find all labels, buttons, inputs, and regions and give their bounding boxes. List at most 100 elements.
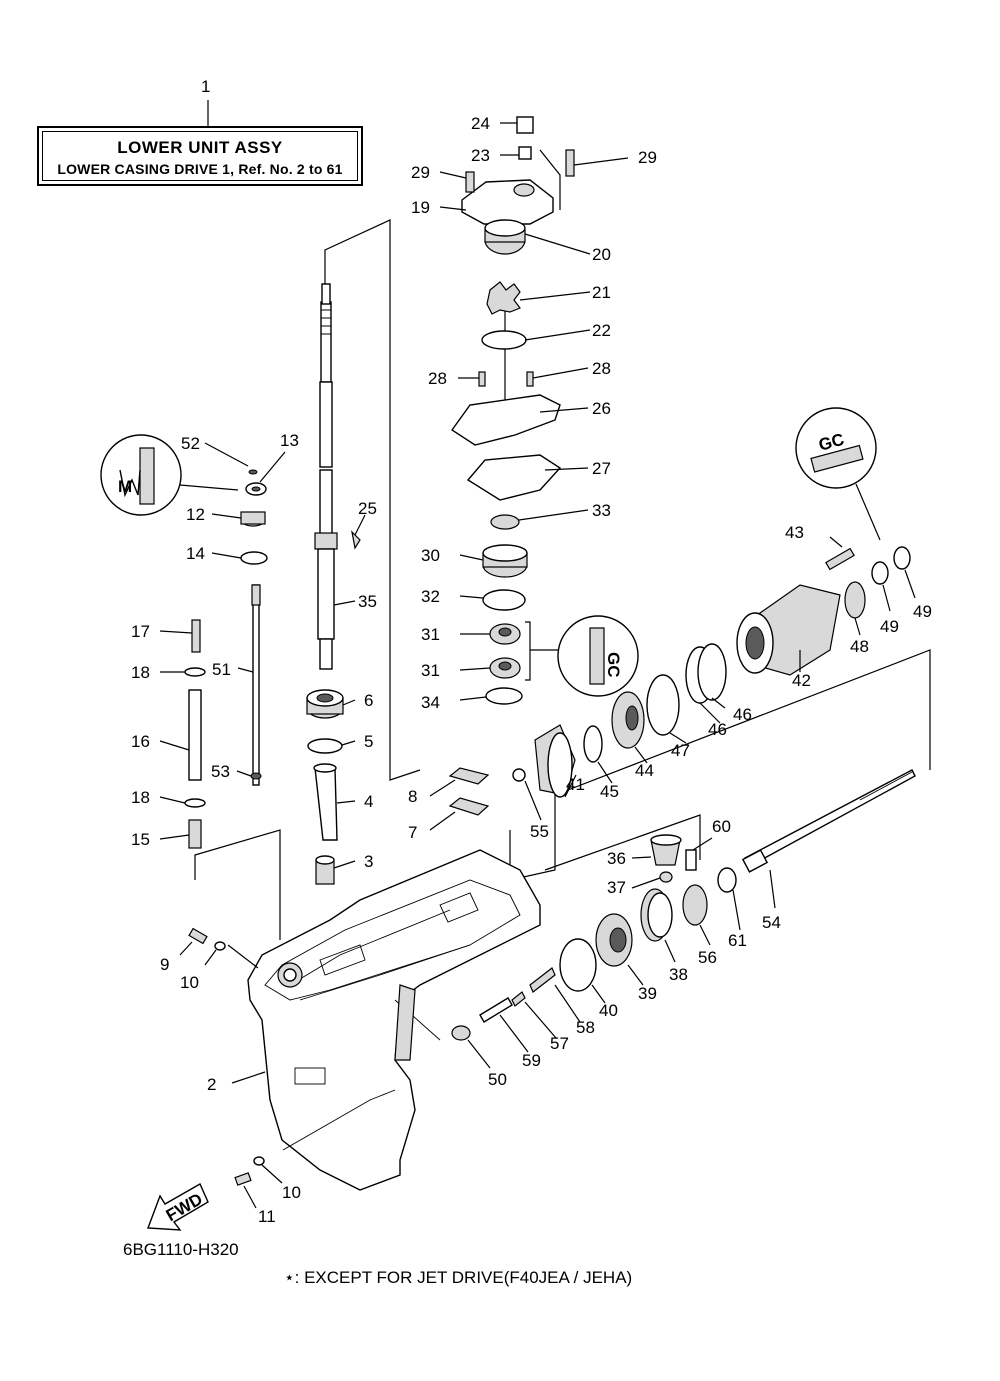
callout-34: 34 bbox=[421, 693, 440, 712]
assembly-title-box: LOWER UNIT ASSY LOWER CASING DRIVE 1, Re… bbox=[37, 126, 363, 186]
o-ring-40 bbox=[559, 938, 597, 992]
callout-8: 8 bbox=[408, 787, 417, 806]
pump-gasket bbox=[466, 454, 562, 501]
callout-15: 15 bbox=[131, 830, 150, 849]
callout-20: 20 bbox=[592, 245, 611, 264]
outer-plate-cartridge bbox=[451, 394, 561, 446]
drive-shaft-bearing bbox=[306, 689, 344, 719]
callout-50: 50 bbox=[488, 1070, 507, 1089]
callout-37: 37 bbox=[607, 878, 626, 897]
pin-60 bbox=[685, 849, 697, 871]
screws-and-washers bbox=[188, 927, 265, 1186]
callout-49b: 49 bbox=[913, 602, 932, 621]
callout-6: 6 bbox=[364, 691, 373, 710]
callout-46b: 46 bbox=[733, 705, 752, 724]
needle-bearing bbox=[315, 855, 335, 885]
callout-1: 1 bbox=[201, 77, 210, 96]
callout-47: 47 bbox=[671, 741, 690, 760]
woodruff-key bbox=[351, 530, 361, 550]
callout-58: 58 bbox=[576, 1018, 595, 1037]
callout-22: 22 bbox=[592, 321, 611, 340]
callout-36: 36 bbox=[607, 849, 626, 868]
callout-54: 54 bbox=[762, 913, 781, 932]
callout-2: 2 bbox=[207, 1075, 216, 1094]
callout-48: 48 bbox=[850, 637, 869, 656]
callout-26: 26 bbox=[592, 399, 611, 418]
gear-oil-gc-symbol bbox=[795, 407, 881, 541]
shift-rod bbox=[251, 584, 261, 786]
housing-o-ring bbox=[482, 589, 526, 611]
callout-46a: 46 bbox=[708, 720, 727, 739]
o-ring-46b bbox=[697, 643, 727, 701]
fwd-arrow-marker: FWD bbox=[147, 1183, 209, 1231]
callout-13: 13 bbox=[280, 431, 299, 450]
callout-51: 51 bbox=[212, 660, 231, 679]
callout-27: 27 bbox=[592, 459, 611, 478]
callout-38: 38 bbox=[669, 965, 688, 984]
callout-31a: 31 bbox=[421, 625, 440, 644]
dowel-pins bbox=[478, 371, 534, 387]
callout-23: 23 bbox=[471, 146, 490, 165]
callout-61: 61 bbox=[728, 931, 747, 950]
callout-labels: 1 2 3 4 5 6 7 8 9 10 10 11 12 13 14 15 1… bbox=[131, 77, 932, 1226]
o-ring-large bbox=[646, 674, 680, 736]
needle-bearing-48 bbox=[844, 581, 866, 619]
title-box-inner-border bbox=[42, 131, 358, 181]
callout-40: 40 bbox=[599, 1001, 618, 1020]
callout-19: 19 bbox=[411, 198, 430, 217]
callout-14: 14 bbox=[186, 544, 205, 563]
callout-21: 21 bbox=[592, 283, 611, 302]
impeller bbox=[486, 281, 521, 315]
callout-3: 3 bbox=[364, 852, 373, 871]
callout-leader-lines bbox=[159, 122, 916, 1209]
callout-57: 57 bbox=[550, 1034, 569, 1053]
propeller-shaft-housing bbox=[736, 584, 841, 676]
callout-10a: 10 bbox=[180, 973, 199, 992]
callout-11: 11 bbox=[258, 1207, 276, 1226]
shim-ring bbox=[583, 725, 603, 763]
gear-oil-gc-letters-2: GC bbox=[604, 652, 623, 678]
callout-18b: 18 bbox=[131, 788, 150, 807]
callout-33: 33 bbox=[592, 501, 611, 520]
gear-oil-gc-symbol bbox=[525, 615, 639, 697]
oil-seal-housing bbox=[482, 544, 528, 578]
oil-seals-pair bbox=[489, 623, 521, 679]
callout-35: 35 bbox=[358, 592, 377, 611]
callout-41: 41 bbox=[566, 775, 585, 794]
callout-42: 42 bbox=[792, 671, 811, 690]
shift-plunger-parts bbox=[451, 967, 556, 1041]
callout-7: 7 bbox=[408, 823, 417, 842]
forward-gear bbox=[534, 724, 576, 798]
callout-60: 60 bbox=[712, 817, 731, 836]
drive-shaft-sleeve bbox=[313, 763, 338, 841]
shim-small bbox=[512, 768, 526, 782]
assembly-subtitle: LOWER CASING DRIVE 1, Ref. No. 2 to 61 bbox=[57, 161, 343, 177]
impeller-insert-cartridge bbox=[484, 219, 526, 255]
dog-clutch bbox=[682, 884, 708, 926]
callout-25: 25 bbox=[358, 499, 377, 518]
gear-case-housing bbox=[247, 849, 541, 1191]
callout-39: 39 bbox=[638, 984, 657, 1003]
callout-10b: 10 bbox=[282, 1183, 301, 1202]
callout-4: 4 bbox=[364, 792, 373, 811]
callout-29a: 29 bbox=[411, 163, 430, 182]
callout-55: 55 bbox=[530, 822, 549, 841]
drive-shaft bbox=[314, 283, 338, 670]
diagram-code: 6BG1110-H320 bbox=[123, 1240, 239, 1259]
callout-31b: 31 bbox=[421, 661, 440, 680]
pinion-gear bbox=[650, 834, 682, 866]
ball-bearing-39 bbox=[595, 913, 633, 967]
grease-m-letter: M bbox=[118, 477, 132, 496]
callout-49a: 49 bbox=[880, 617, 899, 636]
callout-28a: 28 bbox=[428, 369, 447, 388]
callout-59: 59 bbox=[522, 1051, 541, 1070]
footnote: ⋆: EXCEPT FOR JET DRIVE(F40JEA / JEHA) bbox=[284, 1268, 633, 1287]
callout-29b: 29 bbox=[638, 148, 657, 167]
taper-roller-bearing bbox=[611, 691, 645, 749]
callout-24: 24 bbox=[471, 114, 490, 133]
callout-12: 12 bbox=[186, 505, 205, 524]
rubber-seal-pieces bbox=[448, 767, 490, 816]
callout-44: 44 bbox=[635, 761, 654, 780]
callout-53: 53 bbox=[211, 762, 230, 781]
